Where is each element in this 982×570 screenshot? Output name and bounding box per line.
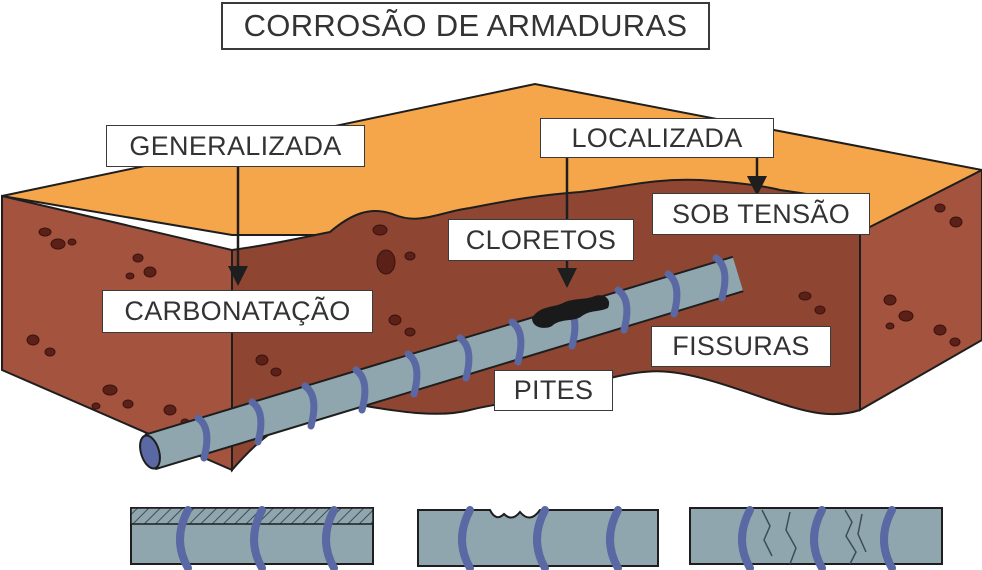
aggregate-stone-icon bbox=[38, 227, 77, 250]
label-sob-tensao: SOB TENSÃO bbox=[652, 193, 870, 235]
label-cloretos: CLORETOS bbox=[448, 219, 634, 261]
page-title: CORROSÃO DE ARMADURAS bbox=[221, 2, 710, 50]
label-fissuras: FISSURAS bbox=[651, 326, 831, 367]
aggregate-stone-icon bbox=[372, 224, 416, 275]
aggregate-stone-icon bbox=[798, 291, 826, 315]
aggregate-stone-icon bbox=[934, 203, 963, 228]
aggregate-stone-icon bbox=[91, 384, 134, 410]
aggregate-stone-icon bbox=[26, 334, 56, 357]
aggregate-stones bbox=[26, 203, 963, 426]
rebar bbox=[139, 254, 744, 471]
aggregate-stone-icon bbox=[125, 253, 157, 280]
aggregate-stone-icon bbox=[388, 314, 416, 337]
aggregate-stone-icon bbox=[883, 294, 914, 330]
aggregate-stone-icon bbox=[255, 354, 282, 377]
sample-carbonation bbox=[130, 506, 374, 570]
label-localizada: LOCALIZADA bbox=[540, 118, 774, 158]
sample-stress-cracking bbox=[689, 506, 943, 570]
label-pites: PITES bbox=[494, 370, 613, 411]
aggregate-stone-icon bbox=[933, 324, 961, 347]
sample-pitting bbox=[417, 506, 659, 570]
label-generalizada: GENERALIZADA bbox=[106, 125, 365, 167]
rebar-end bbox=[139, 434, 161, 470]
label-carbonatacao: CARBONATAÇÃO bbox=[102, 290, 373, 333]
pit-corrosion bbox=[532, 295, 610, 328]
